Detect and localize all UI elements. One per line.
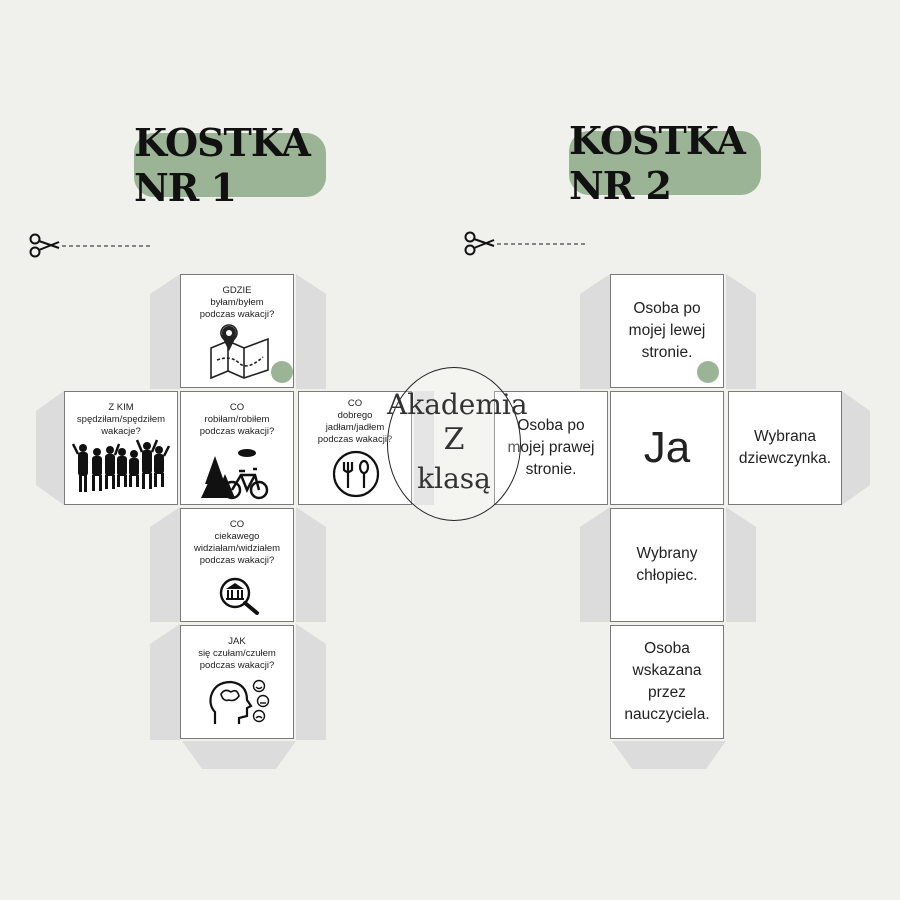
face-question: CO robiłam/robiłem podczas wakacji? xyxy=(199,402,275,437)
dice1-face-co-robilam: CO robiłam/robiłem podczas wakacji? xyxy=(180,391,294,505)
face-question: GDZIE byłam/byłem podczas wakacji? xyxy=(199,285,275,320)
dice2-face-top: Osoba po mojej lewej stronie. xyxy=(610,274,724,388)
face-question: Z KIM spędziłam/spędziłem wakacje? xyxy=(76,402,166,437)
face-question: CO ciekawego widziałam/widziałem podczas… xyxy=(193,519,281,566)
logo-line-1: Akademia xyxy=(387,388,528,421)
fork-spoon-plate-icon xyxy=(332,450,380,498)
scissors-icon xyxy=(464,231,495,256)
head-emotions-icon xyxy=(209,679,270,724)
dice1-title-text: KOSTKA NR 1 xyxy=(134,120,311,210)
dice2-face-bottom: Osoba wskazana przez nauczyciela. xyxy=(610,625,724,739)
scissors-icon xyxy=(29,233,60,258)
dice1-face-co-ciekawego: CO ciekawego widziałam/widziałem podczas… xyxy=(180,508,294,622)
face-question: CO dobrego jadłam/jadłem podczas wakacji… xyxy=(317,398,393,445)
face-text: Osoba wskazana przez nauczyciela. xyxy=(624,640,710,723)
museum-magnifier-icon xyxy=(219,577,259,615)
dice1-face-gdzie: GDZIE byłam/byłem podczas wakacji? xyxy=(180,274,294,388)
face-text: Wybrany chłopiec. xyxy=(636,545,698,584)
dice2-face-center: Ja xyxy=(610,391,724,505)
scissors-cut-line-2 xyxy=(464,231,585,256)
trees-bicycle-icon xyxy=(201,449,269,500)
dice2-title: KOSTKA NR 2 xyxy=(569,118,761,208)
logo-line-3: klasą xyxy=(417,462,491,495)
face-text-ja: Ja xyxy=(643,423,691,472)
scissors-cut-line-1 xyxy=(29,233,150,258)
face-question: JAK się czułam/czułem podczas wakacji? xyxy=(198,636,276,671)
map-pin-icon xyxy=(210,324,269,380)
brand-badge xyxy=(271,361,293,383)
face-text: Wybrana dziewczynka. xyxy=(738,428,832,467)
logo-circle xyxy=(387,367,521,521)
dice2-face-right: Wybrana dziewczynka. xyxy=(728,391,842,505)
brand-badge xyxy=(697,361,719,383)
dice1-face-z-kim: Z KIM spędziłam/spędziłem wakacje? xyxy=(64,391,178,505)
logo-line-2: Z xyxy=(443,422,465,457)
face-text: Osoba po mojej lewej stronie. xyxy=(628,300,706,361)
people-silhouettes-icon xyxy=(71,439,171,492)
dice1-face-jak: JAK się czułam/czułem podczas wakacji? xyxy=(180,625,294,739)
dice2-title-text: KOSTKA NR 2 xyxy=(569,118,746,208)
dice2-face-below: Wybrany chłopiec. xyxy=(610,508,724,622)
dice1-title: KOSTKA NR 1 xyxy=(134,120,326,210)
